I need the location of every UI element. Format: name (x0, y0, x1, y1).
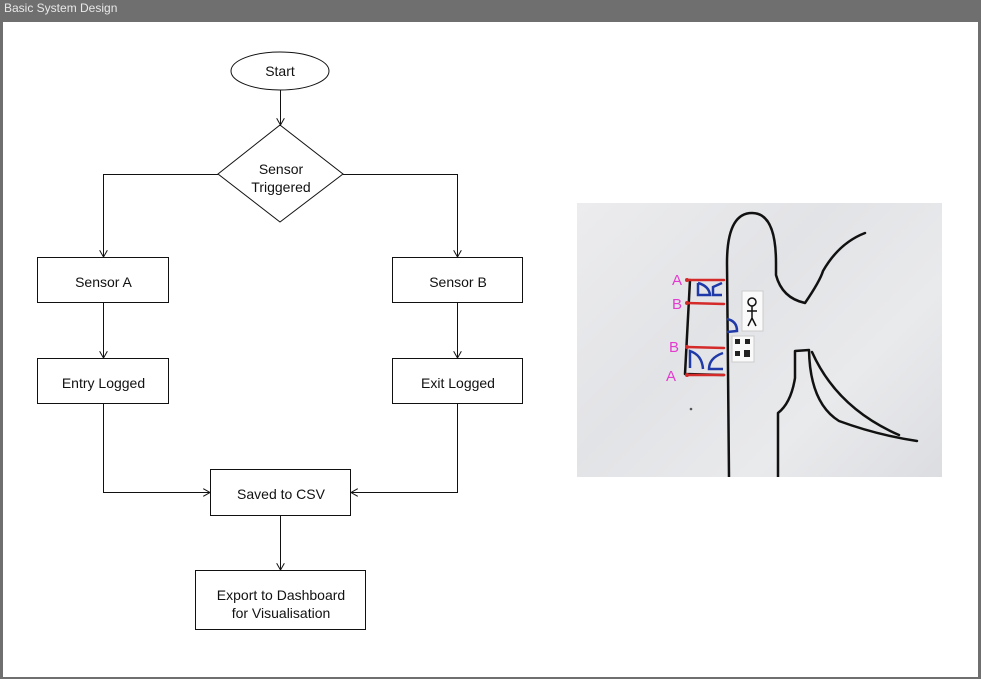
export-label: Export to Dashboard for Visualisation (216, 587, 346, 621)
entry-logged-label: Entry Logged (61, 375, 146, 391)
window-title: Basic System Design (4, 1, 118, 15)
floorplan-sketch-photo: A B B A (577, 203, 942, 479)
export-node (195, 570, 366, 630)
saved-csv-label: Saved to CSV (237, 486, 325, 502)
connector-exit-csv (351, 404, 458, 493)
connector-decision-sensor-a (104, 174, 218, 258)
sketch-label-a-top: A (672, 272, 682, 289)
floorplan-sketch: A B B A (666, 211, 919, 479)
saved-csv-node (210, 469, 351, 516)
entry-logged-node (37, 358, 169, 404)
exit-logged-node (392, 358, 523, 404)
connector-decision-sensor-b (343, 174, 458, 258)
sketch-label-a-bottom: A (666, 368, 676, 385)
decision-node (217, 124, 344, 223)
decision-label: Sensor Triggered (251, 161, 311, 195)
sensor-b-node (392, 257, 523, 303)
start-label: Start (265, 63, 295, 79)
sketch-label-b-top: B (672, 296, 682, 313)
exit-logged-label: Exit Logged (421, 375, 495, 391)
sketch-label-b-bottom: B (669, 339, 679, 356)
connector-entry-csv (103, 404, 211, 493)
sensor-b-label: Sensor B (429, 274, 487, 290)
sensor-a-node (37, 257, 169, 303)
sensor-a-label: Sensor A (75, 274, 132, 290)
window-titlebar: Basic System Design (0, 0, 981, 16)
